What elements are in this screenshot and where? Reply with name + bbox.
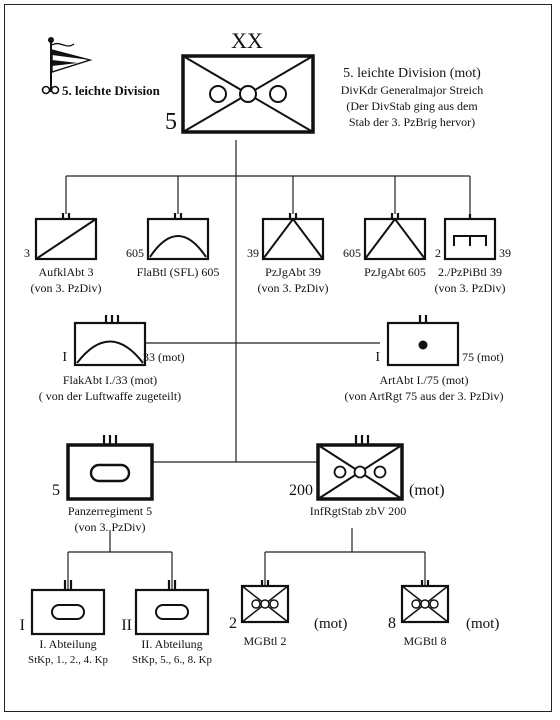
- unit-pzpibtl-39: 2 39 2./PzPiBtl 39 (von 3. PzDiv): [435, 214, 511, 295]
- unit-sub: (von 3. PzDiv): [258, 281, 329, 295]
- unit-left-label: 200: [289, 482, 313, 499]
- machine-gun-symbol: [241, 585, 289, 623]
- anti-tank-symbol: [262, 217, 324, 260]
- unit-right-label: 39: [499, 246, 511, 260]
- hq-cross-symbol: [182, 55, 314, 133]
- unit-box: [146, 217, 210, 261]
- unit-left-label: 605: [343, 246, 361, 260]
- unit-aufklabt-3: 3 AufklAbt 3 (von 3. PzDiv): [24, 213, 102, 295]
- unit-mgbtl-2: 2 (mot) MGBtl 2: [229, 580, 347, 648]
- unit-left-label: 39: [247, 246, 259, 260]
- unit-sub: (von 3. PzDiv): [31, 281, 102, 295]
- unit-name: InfRgtStab zbV 200: [310, 504, 406, 518]
- unit-pzjgabt-605: 605 PzJgAbt 605: [343, 213, 427, 279]
- unit-sub: StKp, 1., 2., 4. Kp: [28, 654, 109, 666]
- unit-left-label: 605: [126, 246, 144, 260]
- unit-name: MGBtl 8: [403, 634, 446, 648]
- unit-right-label: (mot): [314, 616, 347, 632]
- pennant-flag-icon: [41, 37, 93, 95]
- unit-left-label: I: [20, 617, 25, 634]
- unit-name: FlakAbt I./33 (mot): [63, 373, 157, 387]
- unit-right-label: (mot): [409, 482, 445, 499]
- division-title: 5. leichte Division (mot): [343, 66, 481, 81]
- unit-left-label: 2: [435, 246, 441, 260]
- unit-name: II. Abteilung: [141, 637, 202, 651]
- unit-name: FlaBtl (SFL) 605: [137, 265, 220, 279]
- unit-name: PzJgAbt 605: [364, 265, 426, 279]
- recon-symbol: [35, 218, 97, 260]
- unit-sub: (von 3. PzDiv): [75, 520, 146, 534]
- unit-left-label: 3: [24, 246, 30, 260]
- division-hq: XX 5 5. leichte Division (mot) DivKdr Ge…: [165, 28, 483, 135]
- unit-name: I. Abteilung: [39, 637, 96, 651]
- unit-abteilung-1: I I. Abteilung StKp, 1., 2., 4. Kp: [20, 580, 109, 666]
- unit-mgbtl-8: 8 (mot) MGBtl 8: [388, 580, 499, 648]
- unit-artabt-75: I 75 (mot) ArtAbt I./75 (mot) (von ArtRg…: [345, 315, 504, 403]
- unit-pzjgabt-39: 39 PzJgAbt 39 (von 3. PzDiv): [247, 213, 329, 295]
- division-note-line1: (Der DivStab ging aus dem: [346, 99, 478, 113]
- unit-left-label: 5: [52, 482, 60, 499]
- unit-box: [30, 588, 106, 636]
- unit-sub: ( von der Luftwaffe zugeteilt): [39, 389, 181, 403]
- unit-left-label: 2: [229, 615, 237, 632]
- motorized-infantry-symbol: [317, 444, 403, 500]
- artillery-dot-symbol: [418, 340, 428, 350]
- unit-box: [363, 217, 427, 261]
- unit-left-label: I: [375, 350, 380, 365]
- unit-name: Panzerregiment 5: [68, 504, 152, 518]
- unit-box: [261, 217, 325, 261]
- pennant-label: 5. leichte Division: [62, 83, 161, 98]
- division-note-line2: Stab der 3. PzBrig hervor): [349, 115, 475, 129]
- unit-flabtl-605: 605 FlaBtl (SFL) 605: [126, 213, 219, 279]
- unit-left-label: 8: [388, 615, 396, 632]
- unit-name: 2./PzPiBtl 39: [438, 265, 502, 279]
- unit-name: MGBtl 2: [243, 634, 286, 648]
- unit-right-label: 75 (mot): [462, 350, 504, 364]
- anti-air-arc-symbol: [76, 340, 144, 364]
- division-number: 5: [165, 109, 177, 135]
- armor-symbol: [89, 463, 131, 483]
- echelon-marker: XX: [231, 28, 263, 53]
- unit-box: [134, 588, 210, 636]
- machine-gun-symbol: [401, 585, 449, 623]
- anti-air-arc-symbol: [149, 235, 207, 258]
- engineer-symbol: [453, 235, 487, 246]
- unit-left-label: I: [62, 350, 67, 365]
- unit-right-label: (mot): [466, 616, 499, 632]
- unit-infrgtstab-200: 200 (mot) InfRgtStab zbV 200: [289, 435, 445, 518]
- unit-sub: (von ArtRgt 75 aus der 3. PzDiv): [345, 389, 504, 403]
- unit-flakabt-33: I 33 (mot) FlakAbt I./33 (mot) ( von der…: [39, 315, 185, 403]
- unit-name: ArtAbt I./75 (mot): [380, 373, 469, 387]
- unit-left-label: II: [121, 617, 132, 634]
- unit-panzerregiment-5: 5 Panzerregiment 5 (von 3. PzDiv): [52, 435, 154, 534]
- division-commander: DivKdr Generalmajor Streich: [341, 83, 484, 97]
- division-pennant: 5. leichte Division: [41, 37, 161, 98]
- unit-name: AufklAbt 3: [39, 265, 94, 279]
- unit-sub: StKp, 5., 6., 8. Kp: [132, 654, 213, 666]
- anti-tank-symbol: [364, 217, 426, 260]
- unit-box: [66, 443, 154, 501]
- unit-name: PzJgAbt 39: [265, 265, 321, 279]
- unit-abteilung-2: II II. Abteilung StKp, 5., 6., 8. Kp: [121, 580, 213, 666]
- unit-box: [73, 321, 147, 367]
- armor-symbol: [155, 604, 189, 620]
- armor-symbol: [51, 604, 85, 620]
- unit-sub: (von 3. PzDiv): [435, 281, 506, 295]
- unit-box: [386, 321, 460, 367]
- unit-right-label: 33 (mot): [143, 350, 185, 364]
